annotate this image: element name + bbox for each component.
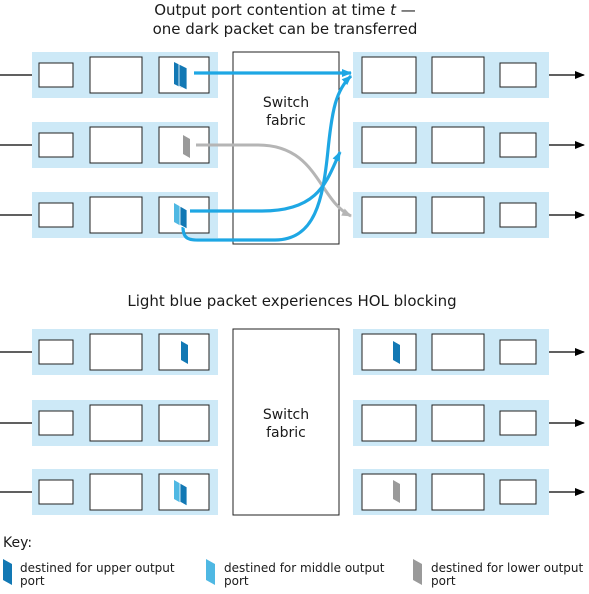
port-box-large	[431, 404, 485, 442]
port-queue-box	[361, 56, 417, 94]
port-box-small	[38, 479, 74, 505]
port-box-small	[499, 410, 537, 436]
top-title-line1: Output port contention at time t —	[154, 1, 416, 19]
bottom-output-packet-dark	[393, 341, 400, 364]
port-box-small	[38, 132, 74, 158]
key-title: Key:	[3, 535, 33, 551]
port-queue-box	[158, 404, 210, 442]
port-box-large	[89, 56, 143, 94]
port-box-large	[431, 56, 485, 94]
port-box-large	[89, 126, 143, 164]
key-swatch-upper	[3, 559, 12, 585]
key-swatch-middle	[206, 559, 215, 585]
top-output-port-2	[353, 122, 585, 168]
port-box-small	[38, 202, 74, 228]
top-fabric-label-line1: Switch	[263, 95, 309, 111]
blue-flow-arrow-lower	[181, 74, 353, 242]
port-box-large	[431, 333, 485, 371]
port-queue-box	[361, 473, 417, 511]
key-label-middle: destined for middle output port	[224, 561, 385, 588]
port-box-small	[38, 339, 74, 365]
port-box-small	[499, 479, 537, 505]
key-swatch-lower	[413, 559, 422, 585]
top-fabric-label-line2: fabric	[266, 113, 306, 129]
top-title-line2: one dark packet can be transferred	[153, 20, 418, 38]
bottom-input-packet-dark	[181, 341, 188, 364]
port-box-large	[89, 404, 143, 442]
blue-flow-arrow-middle	[190, 151, 342, 213]
port-box-small	[499, 339, 537, 365]
port-box-large	[431, 126, 485, 164]
top-input-port-1	[0, 52, 218, 98]
bottom-fabric-label-line1: Switch	[263, 407, 309, 423]
port-box-large	[431, 473, 485, 511]
port-queue-box	[361, 126, 417, 164]
port-box-large	[89, 196, 143, 234]
top-switch-fabric	[232, 51, 340, 245]
gray-packet	[183, 135, 190, 158]
key-label-upper: destined for upper output port	[20, 561, 175, 588]
dark-packet-group	[174, 62, 188, 91]
bottom-fabric-label-line2: fabric	[266, 425, 306, 441]
key-label-lower: destined for lower output port	[431, 561, 584, 588]
bottom-switch-fabric	[232, 328, 340, 516]
port-box-small	[499, 132, 537, 158]
bottom-title: Light blue packet experiences HOL blocki…	[127, 292, 456, 310]
port-box-large	[89, 473, 143, 511]
light-blue-packet-group	[174, 203, 188, 230]
port-queue-box	[361, 333, 417, 371]
port-box-large	[431, 196, 485, 234]
port-box-small	[499, 62, 537, 88]
port-box-small	[499, 202, 537, 228]
gray-flow-arrow	[196, 143, 352, 218]
bottom-output-port-2	[353, 400, 585, 446]
port-queue-box	[361, 404, 417, 442]
bottom-output-port-1	[353, 329, 585, 375]
port-box-large	[89, 333, 143, 371]
port-box-small	[38, 62, 74, 88]
bottom-output-packet-gray	[393, 480, 400, 503]
top-output-port-1	[353, 52, 585, 98]
bottom-input-packet-group	[174, 480, 188, 507]
port-box-small	[38, 410, 74, 436]
bottom-output-port-3	[353, 469, 585, 515]
bottom-input-port-2	[0, 400, 218, 446]
port-queue-box	[361, 196, 417, 234]
top-output-port-3	[353, 192, 585, 238]
